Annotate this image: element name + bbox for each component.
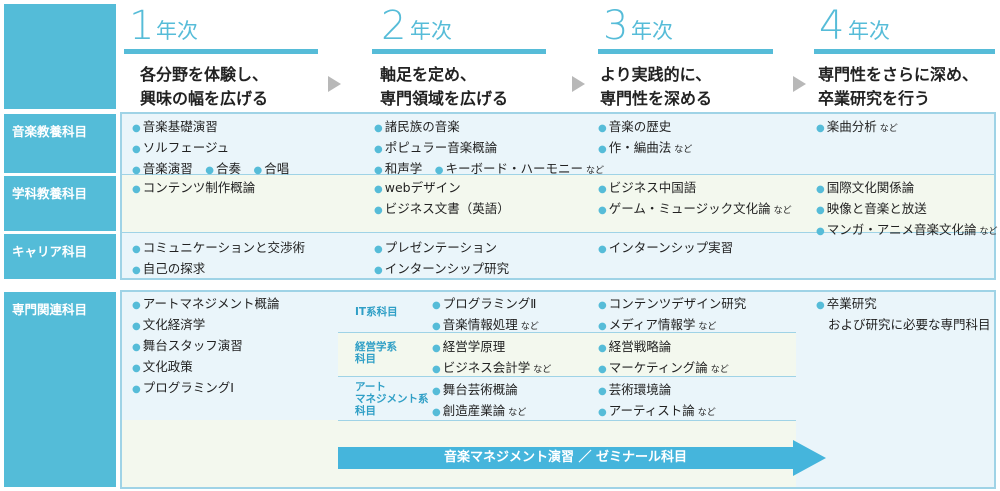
list-item: ●インターンシップ研究	[374, 261, 510, 276]
senmon-y4: ●卒業研究 および研究に必要な専門科目	[816, 294, 991, 334]
list-item: ●経営戦略論	[598, 339, 672, 354]
list-item: ●音楽情報処理など	[432, 317, 539, 332]
list-item: ●音楽基礎演習	[132, 119, 218, 134]
senmon-y1: ●アートマネジメント概論 ●文化経済学 ●舞台スタッフ演習 ●文化政策 ●プログ…	[132, 294, 280, 399]
row-label-ongaku: 音楽教養科目	[4, 114, 116, 173]
arrow-shape	[338, 440, 826, 476]
year-suffix: 年次	[156, 19, 198, 43]
list-item: ●メディア情報学など	[598, 317, 717, 332]
divider	[338, 332, 796, 333]
list-item: ●ゲーム・ミュージック文化論など	[598, 201, 792, 216]
list-item: ●ポピュラー音楽概論	[374, 140, 498, 155]
list-item: ●プログラミングⅠ	[132, 380, 234, 395]
career-y2: ●プレゼンテーション ●インターンシップ研究	[374, 238, 509, 280]
year-desc: 各分野を体験し、興味の幅を広げる	[140, 65, 269, 108]
list-item: ●インターンシップ実習	[598, 240, 734, 255]
career-y3: ●インターンシップ実習	[598, 238, 733, 259]
list-item: ●作・編曲法など	[598, 140, 693, 155]
list-item: ●ビジネス中国語	[598, 180, 697, 195]
list-item: ●卒業研究	[816, 296, 877, 311]
ongaku-y1: ●音楽基礎演習 ●ソルフェージュ ●音楽演習 ●合奏 ●合唱	[132, 117, 289, 180]
list-item: ●ソルフェージュ	[132, 140, 230, 155]
row-band	[122, 175, 994, 232]
row-label-career: キャリア科目	[4, 234, 116, 279]
list-item: ●芸術環境論	[598, 382, 672, 397]
year-suffix: 年次	[848, 19, 890, 43]
keiei-band	[338, 333, 796, 376]
progress-arrow-icon	[328, 76, 341, 92]
year-number: 2	[381, 3, 406, 49]
year-desc: 専門性をさらに深め、卒業研究を行う	[818, 65, 979, 108]
progress-arrow-icon	[572, 76, 585, 92]
list-item: ●プログラミングⅡ	[432, 296, 537, 311]
gakka-y1: ●コンテンツ制作概論	[132, 178, 255, 199]
ongaku-y2: ●諸民族の音楽 ●ポピュラー音楽概論 ●和声学 ●キーボード・ハーモニーなど	[374, 117, 604, 181]
list-item: ●経営学原理	[432, 339, 506, 354]
list-item: ●舞台スタッフ演習	[132, 338, 243, 353]
list-item: ●自己の探求	[132, 261, 206, 276]
list-item: ●舞台芸術概論	[432, 382, 518, 397]
divider	[338, 420, 796, 421]
row-label-gakka: 学科教養科目	[4, 176, 116, 231]
list-item: ●アートマネジメント概論	[132, 296, 280, 311]
sub-label-it: IT系科目	[355, 306, 398, 318]
list-item: ●コミュニケーションと交渉術	[132, 240, 305, 255]
year-number: 1	[129, 3, 154, 49]
gakka-y4: ●国際文化関係論 ●映像と音楽と放送 ●マンガ・アニメ音楽文化論など	[816, 178, 998, 242]
it-y3: ●コンテンツデザイン研究 ●メディア情報学など	[598, 294, 746, 337]
art-y3: ●芸術環境論 ●アーティスト論など	[598, 380, 716, 423]
ongaku-y3: ●音楽の歴史 ●作・編曲法など	[598, 117, 692, 160]
divider	[122, 174, 994, 175]
seminar-arrow	[338, 440, 826, 476]
list-item: ●コンテンツデザイン研究	[598, 296, 747, 311]
list-item: ●マンガ・アニメ音楽文化論など	[816, 222, 998, 237]
year-bar	[124, 49, 318, 54]
list-item-continuation: および研究に必要な専門科目	[828, 317, 991, 332]
career-y1: ●コミュニケーションと交渉術 ●自己の探求	[132, 238, 305, 280]
list-item: ●楽曲分析など	[816, 119, 898, 134]
keiei-y2: ●経営学原理 ●ビジネス会計学など	[432, 337, 551, 380]
list-item: ●諸民族の音楽	[374, 119, 460, 134]
gakka-y3: ●ビジネス中国語 ●ゲーム・ミュージック文化論など	[598, 178, 792, 221]
list-item: ●文化政策	[132, 359, 193, 374]
corner-block	[4, 4, 116, 109]
year-suffix: 年次	[410, 19, 452, 43]
year-number: 4	[819, 3, 844, 49]
sub-label-keiei: 経営学系科目	[355, 341, 397, 365]
list-item: ●和声学 ●キーボード・ハーモニーなど	[374, 161, 605, 176]
seminar-arrow-label: 音楽マネジメント演習 ／ ゼミナール科目	[443, 450, 688, 465]
list-item: ●マーケティング論など	[598, 360, 729, 375]
divider	[122, 232, 994, 233]
year-bar	[372, 49, 546, 54]
list-item: ●音楽演習 ●合奏 ●合唱	[132, 161, 290, 176]
gakka-y2: ●webデザイン ●ビジネス文書（英語）	[374, 178, 510, 220]
list-item: ●創造産業論など	[432, 403, 527, 418]
list-item: ●音楽の歴史	[598, 119, 672, 134]
year-bar	[814, 49, 995, 54]
it-y2: ●プログラミングⅡ ●音楽情報処理など	[432, 294, 539, 337]
year-suffix: 年次	[631, 19, 673, 43]
art-y2: ●舞台芸術概論 ●創造産業論など	[432, 380, 526, 423]
list-item: ●プレゼンテーション	[374, 240, 497, 255]
list-item: ●国際文化関係論	[816, 180, 915, 195]
keiei-y3: ●経営戦略論 ●マーケティング論など	[598, 337, 729, 380]
list-item: ●ビジネス会計学など	[432, 360, 552, 375]
list-item: ●映像と音楽と放送	[816, 201, 927, 216]
ongaku-y4: ●楽曲分析など	[816, 117, 898, 139]
year-bar	[598, 49, 773, 54]
sub-label-art: アートマネジメント系科目	[355, 381, 429, 417]
year-desc: より実践的に、専門性を深める	[600, 65, 713, 108]
list-item: ●コンテンツ制作概論	[132, 180, 256, 195]
list-item: ●ビジネス文書（英語）	[374, 201, 510, 216]
list-item: ●アーティスト論など	[598, 403, 716, 418]
divider	[338, 376, 796, 377]
progress-arrow-icon	[793, 76, 806, 92]
row-label-senmon: 専門関連科目	[4, 292, 116, 487]
list-item: ●文化経済学	[132, 317, 206, 332]
list-item: ●webデザイン	[374, 180, 461, 195]
year-desc: 軸足を定め、専門領域を広げる	[380, 65, 509, 108]
year-number: 3	[603, 3, 628, 49]
